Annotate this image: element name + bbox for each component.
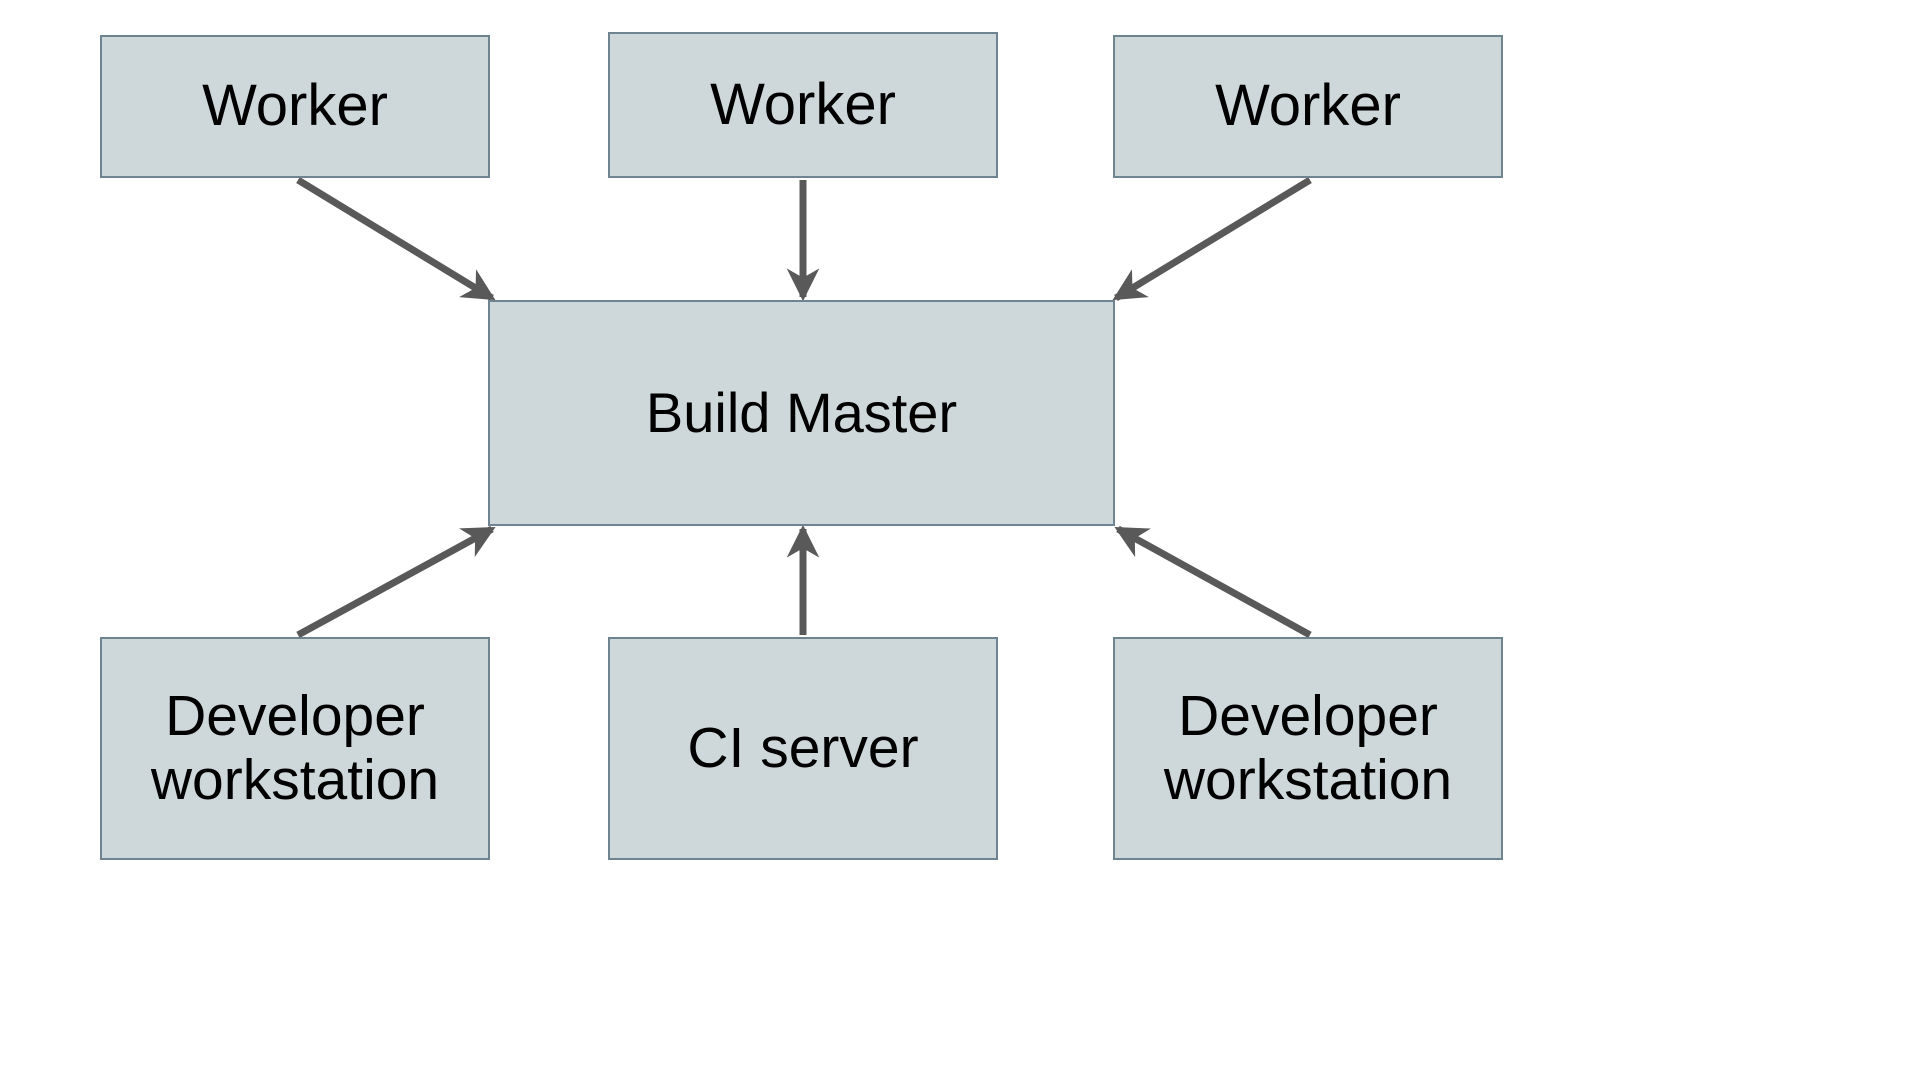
node-build-master[interactable]: Build Master — [488, 300, 1115, 526]
edge-dev-right-to-build-master — [1114, 525, 1312, 639]
node-worker-3[interactable]: Worker — [1113, 35, 1503, 178]
node-worker-1-label: Worker — [202, 73, 388, 139]
node-developer-workstation-right[interactable]: Developer workstation — [1113, 637, 1503, 860]
node-build-master-label: Build Master — [645, 380, 958, 444]
node-ci-server-label: CI server — [687, 715, 919, 780]
node-worker-3-label: Worker — [1215, 73, 1401, 139]
node-developer-workstation-right-label: Developer workstation — [1163, 683, 1453, 812]
edge-dev-left-to-build-master — [296, 525, 496, 639]
node-ci-server[interactable]: CI server — [608, 637, 998, 860]
node-developer-workstation-left[interactable]: Developer workstation — [100, 637, 490, 860]
edge-worker-3-to-build-master — [1112, 177, 1312, 301]
node-worker-1[interactable]: Worker — [100, 35, 490, 178]
edge-worker-1-to-build-master — [296, 177, 496, 301]
node-worker-2-label: Worker — [710, 71, 896, 137]
node-worker-2[interactable]: Worker — [608, 32, 998, 178]
node-developer-workstation-left-label: Developer workstation — [150, 683, 440, 812]
